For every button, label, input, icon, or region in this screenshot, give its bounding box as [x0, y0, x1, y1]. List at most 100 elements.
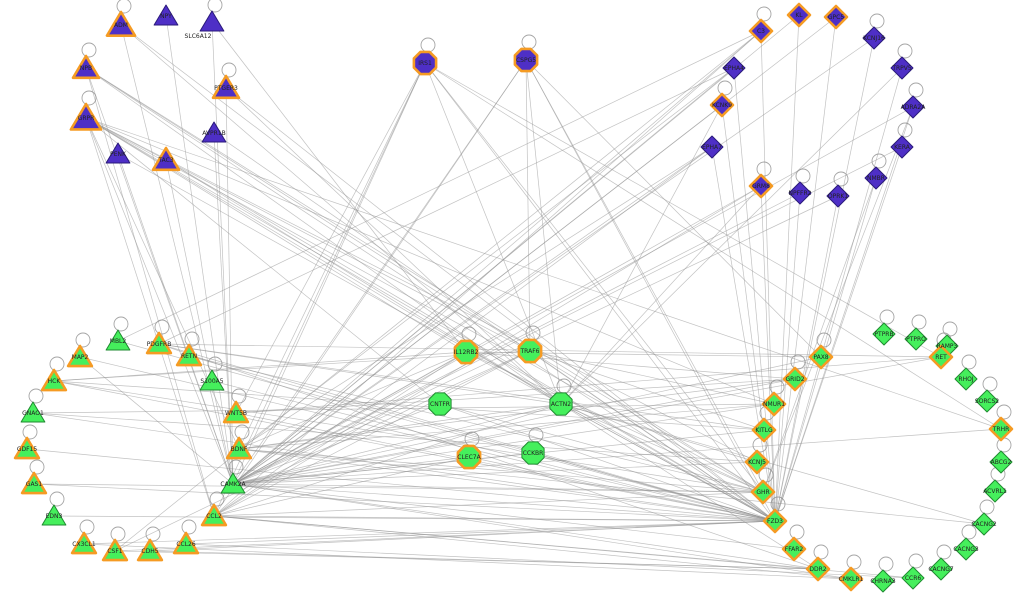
self-loop [154, 319, 170, 335]
graph-node-retn[interactable] [175, 343, 203, 367]
graph-node-cx3cl1[interactable] [70, 531, 98, 555]
graph-edge [188, 355, 764, 493]
graph-edge [235, 356, 942, 414]
graph-edge [424, 62, 1002, 430]
graph-node-ccl2[interactable] [200, 503, 228, 527]
graph-node-il12rb2[interactable] [453, 339, 479, 365]
graph-node-pdgfrb[interactable] [145, 331, 173, 355]
graph-edge [158, 343, 562, 405]
graph-node-kcnj16[interactable] [862, 26, 886, 50]
self-loop [28, 388, 44, 404]
graph-node-irs1[interactable] [412, 50, 438, 76]
graph-edge [26, 448, 776, 522]
edge-layer [26, 14, 1002, 580]
graph-node-npb[interactable] [71, 54, 101, 80]
graph-node-ffar2[interactable] [781, 536, 807, 562]
graph-node-cmklr1[interactable] [838, 566, 864, 592]
graph-node-cntfr[interactable] [428, 392, 452, 416]
graph-node-hck[interactable] [40, 368, 68, 392]
graph-node-kcnj5[interactable] [744, 449, 770, 475]
graph-node-ddr2[interactable] [805, 556, 831, 582]
graph-node-traf6[interactable] [517, 338, 543, 364]
graph-node-cacng7[interactable] [929, 557, 953, 581]
graph-node-kl[interactable] [786, 2, 812, 28]
graph-node-camk2a[interactable] [220, 472, 246, 494]
graph-edge [32, 412, 758, 463]
graph-node-ptpro[interactable] [904, 327, 928, 351]
graph-node-nmbr[interactable] [864, 166, 888, 190]
self-loop [79, 519, 95, 535]
graph-edge [85, 117, 775, 405]
graph-node-npffr2[interactable] [788, 181, 812, 205]
graph-node-slc6a12[interactable] [199, 10, 225, 32]
graph-node-trpv5[interactable] [890, 56, 914, 80]
graph-node-gas1[interactable] [20, 471, 48, 495]
graph-node-gpc5[interactable] [823, 4, 849, 30]
graph-edge [185, 543, 914, 579]
graph-node-cspg5[interactable] [513, 47, 539, 73]
graph-edge [213, 62, 426, 517]
graph-node-trhr[interactable] [988, 416, 1014, 442]
graph-node-kitlg[interactable] [751, 417, 777, 443]
graph-node-penk[interactable] [105, 142, 131, 164]
graph-node-map2[interactable] [66, 344, 94, 368]
graph-node-avpr1b[interactable] [201, 121, 227, 143]
graph-node-adra2a[interactable] [901, 95, 925, 119]
graph-node-chrna3[interactable] [871, 569, 895, 593]
graph-edge [232, 428, 1002, 485]
graph-node-cacng2[interactable] [972, 512, 996, 536]
graph-node-clec7a[interactable] [456, 444, 482, 470]
graph-node-c3[interactable] [748, 18, 774, 44]
graph-node-abcg2[interactable] [989, 450, 1013, 474]
graph-node-kcnk9[interactable] [709, 92, 735, 118]
graph-node-ret[interactable] [928, 344, 954, 370]
graph-edge [79, 356, 234, 485]
graph-edge [213, 456, 470, 517]
graph-node-tac3[interactable] [151, 146, 181, 172]
graph-node-cacng3[interactable] [954, 537, 978, 561]
node-layer [13, 2, 1014, 593]
graph-edge [424, 62, 764, 493]
self-loop [816, 332, 832, 348]
graph-edge [762, 106, 914, 493]
graph-node-ptprb[interactable] [872, 322, 896, 346]
graph-node-gnao1[interactable] [20, 401, 46, 423]
graph-node-epha4[interactable] [722, 56, 746, 80]
graph-node-pax8[interactable] [808, 344, 834, 370]
graph-edge [774, 146, 903, 522]
graph-node-ccr6[interactable] [901, 566, 925, 590]
graph-node-cckbr[interactable] [521, 441, 545, 465]
graph-node-mbl2[interactable] [105, 329, 131, 351]
self-loop [813, 544, 829, 560]
graph-node-rhoj[interactable] [954, 367, 978, 391]
graph-edge [211, 380, 776, 522]
graph-node-oprk1[interactable] [826, 184, 850, 208]
graph-node-acvrl1[interactable] [983, 479, 1007, 503]
graph-node-bdnf[interactable] [225, 436, 253, 460]
graph-node-npy[interactable] [153, 4, 179, 26]
graph-node-nmur1[interactable] [761, 391, 787, 417]
graph-node-grm8[interactable] [748, 173, 774, 199]
graph-node-ghr[interactable] [750, 479, 776, 505]
self-loop [209, 491, 225, 507]
graph-node-ccl26[interactable] [172, 531, 200, 555]
graph-node-kera[interactable] [890, 135, 914, 159]
graph-node-actn2[interactable] [549, 392, 573, 416]
graph-node-wnt5b[interactable] [222, 400, 250, 424]
graph-node-epha7[interactable] [700, 135, 724, 159]
graph-node-edn3[interactable] [41, 504, 67, 526]
graph-node-adm[interactable] [105, 10, 137, 37]
graph-node-grid2[interactable] [782, 366, 808, 392]
graph-edge [117, 30, 762, 342]
graph-node-cdh5[interactable] [136, 538, 164, 562]
graph-node-sorcs2[interactable] [975, 389, 999, 413]
graph-node-s100a5[interactable] [199, 369, 225, 391]
graph-node-fzd3[interactable] [762, 508, 788, 534]
graph-node-gdf15[interactable] [13, 436, 41, 460]
graph-node-grpr[interactable] [69, 102, 103, 131]
graph-node-csf1[interactable] [101, 538, 129, 562]
graph-edge [232, 461, 758, 485]
graph-node-ptger3[interactable] [211, 74, 241, 100]
